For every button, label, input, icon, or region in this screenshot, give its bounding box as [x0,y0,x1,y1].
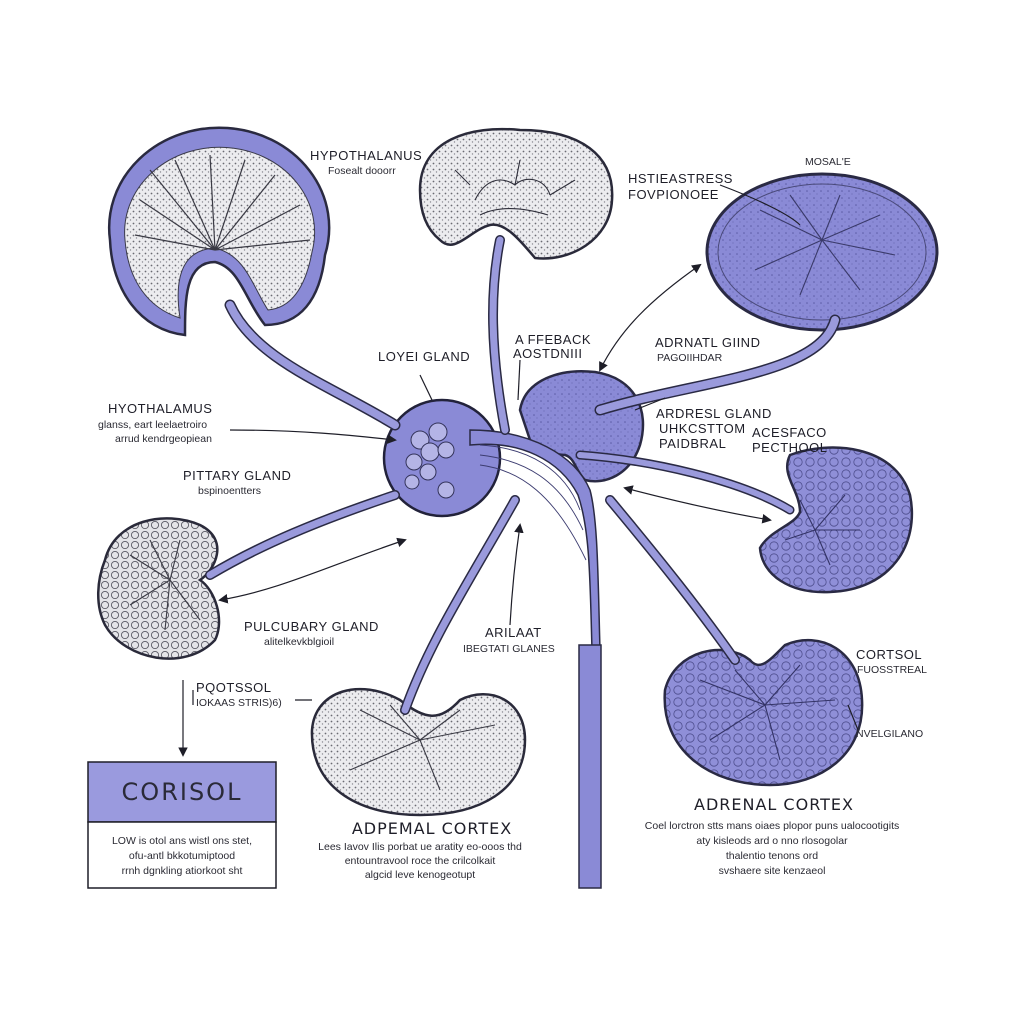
label-mosal: MOSAL'E [805,156,851,168]
label-lovei-gland: LOYEI GLAND [378,349,470,364]
label-hypothalamus-left-sub2: arrud kendrgeopiean [115,433,212,445]
adrenal-gland-center-right [518,370,645,483]
oval-gland-topright [705,172,939,332]
label-acesfaco-line1: ACESFACO [752,425,827,440]
label-pituitary-left-title: PITTARY GLAND [183,468,291,483]
label-arilaat-line1: ARILAAT [485,625,542,640]
label-feedback-line1: A FFEBACK [515,332,591,347]
label-cortsol-right-line1: CORTSOL [856,647,922,662]
label-adrenal-mid-line1: ARDRESL GLAND [656,406,772,421]
label-hypothalamus-left-sub1: glanss, eart leelaetroiro [98,419,207,431]
central-stalk [469,429,602,889]
adrenal-cortex-right-caption: ADRENAL CORTEX Coel lorctron stts mans o… [645,795,899,877]
cortisol-box: CORISOL LOW is otol ans wistl ons stet, … [87,761,277,889]
bean-gland-bottom-right [663,638,864,787]
label-adrenal-mid-line3: PAIDBRAL [659,436,726,451]
label-stress-sub: FOVPIONOEE [628,187,719,202]
cortisol-box-line: rrnh dgnkling atiorkoot sht [122,865,243,877]
adrenal-cortex-right-line: Coel lorctron stts mans oiaes plopor pun… [645,820,899,832]
label-adrenal-right-sub: PAGOIIHDAR [657,352,723,364]
label-arilaat: ARILAAT IBEGTATI GLANES [463,625,555,655]
label-pituitary-left: PITTARY GLAND bspinoentters [183,468,291,497]
leader-arrows [178,184,859,757]
label-feedback: A FFEBACK AOSTDNIII [513,332,591,361]
label-hypothalamus-top-sub: Fosealt dooorr [328,165,396,177]
cortisol-box-title: CORISOL [122,778,243,806]
label-adrenal-mid: ARDRESL GLAND UHKCSTTOM PAIDBRAL [656,406,772,451]
label-cortsol-right-line2: FUOSSTREAL [857,664,927,676]
adrenal-cortex-mid-line: Lees Iavov Ilis porbat ue aratity eo-ooo… [318,841,522,853]
label-pulcubary: PULCUBARY GLAND alitelkevkblgioil [244,619,379,648]
adrenal-cortex-right-line: svshaere site kenzaeol [719,865,826,877]
cortisol-box-line: LOW is otol ans wistl ons stet, [112,835,252,847]
label-cortsol-right: CORTSOL FUOSSTREAL [856,647,927,676]
hypothalamus-gland-top [418,127,614,260]
label-pulcubary-title: PULCUBARY GLAND [244,619,379,634]
label-pqotssol-line1: PQOTSSOL [196,680,272,695]
label-feedback-line2: AOSTDNIII [513,346,583,361]
bean-gland-bottom-middle [310,687,527,817]
label-adrenal-right-title: ADRNATL GIIND [655,335,760,350]
adrenal-cortex-mid-title: ADPEMAL CORTEX [352,819,512,838]
cortisol-box-line: ofu-antl bkkotumiptood [129,850,235,862]
adrenal-cortex-mid-caption: ADPEMAL CORTEX Lees Iavov Ilis porbat ue… [318,819,522,881]
label-acesfaco: ACESFACO PECTHOOL [752,425,828,455]
label-pulcubary-sub: alitelkevkblgioil [264,636,334,648]
label-stress-response: HSTIEASTRESS FOVPIONOEE [628,171,733,202]
label-pituitary-left-sub: bspinoentters [198,485,261,497]
label-hypothalamus-top-title: HYPOTHALANUS [310,148,422,163]
bean-gland-right [758,446,914,594]
label-hypothalamus-left: HYOTHALAMUS glanss, eart leelaetroiro ar… [98,401,212,445]
adrenal-cortex-right-line: thalentio tenons ord [726,850,818,862]
radial-gland-topleft [107,126,331,337]
adrenal-cortex-mid-line: algcid leve kenogeotupt [365,869,475,881]
label-pqotssol: PQOTSSOL IOKAAS STRIS)6) [196,680,282,709]
label-stress-title: HSTIEASTRESS [628,171,733,186]
label-pqotssol-line2: IOKAAS STRIS)6) [196,697,282,709]
label-hypothalamus-left-title: HYOTHALAMUS [108,401,212,416]
label-hypothalamus-top: HYPOTHALANUS Fosealt dooorr [310,148,422,177]
label-acesfaco-line2: PECTHOOL [752,440,828,455]
adrenal-cortex-mid-line: entountravool roce the crilcolkait [345,855,496,867]
label-arilaat-line2: IBEGTATI GLANES [463,643,555,655]
adrenal-cortex-right-title: ADRENAL CORTEX [694,795,854,814]
label-adrenal-mid-line2: UHKCSTTOM [659,421,746,436]
label-adrenal-right: ADRNATL GIIND PAGOIIHDAR [655,335,760,364]
bean-gland-left [97,517,221,660]
central-pituitary-body [382,398,502,518]
adrenal-cortex-right-line: aty kisleods ard o nno rlosogolar [696,835,848,847]
label-nelgilano: NVELGILANO [856,728,923,740]
